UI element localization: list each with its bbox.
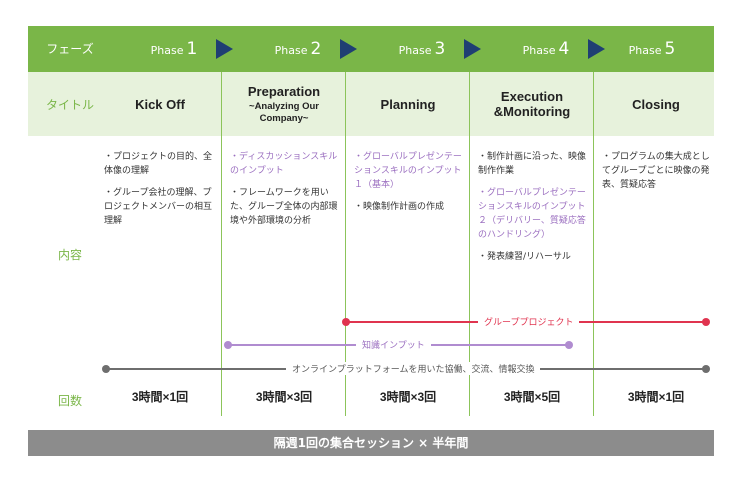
count-phase-3: 3時間×3回 — [379, 390, 437, 404]
content-item: ・ディスカッションスキルのインプット — [230, 152, 338, 176]
content-col-4: ・制作計画に沿った、映像制作作業 ・グローバルプレゼンテーションスキルのインプッ… — [478, 150, 590, 272]
column-divider — [593, 72, 594, 416]
content-item: ・プログラムの集大成としてグループごとに映像の発表、質疑応答 — [602, 152, 710, 190]
phase-arrow-icon — [588, 39, 605, 59]
bar-start-dot — [224, 341, 232, 349]
count-phase-5: 3時間×1回 — [627, 390, 685, 404]
phase-arrow-icon — [340, 39, 357, 59]
title-closing: Closing — [632, 96, 680, 112]
content-col-2: ・ディスカッションスキルのインプット ・フレームワークを用いた、グループ全体の内… — [230, 150, 342, 236]
title-row-label: タイトル — [45, 98, 94, 112]
content-col-5: ・プログラムの集大成としてグループごとに映像の発表、質疑応答 — [602, 150, 714, 200]
bar-end-dot — [702, 365, 710, 373]
content-col-1: ・プロジェクトの目的、全体像の理解 ・グループ会社の理解、プロジェクトメンバーの… — [104, 150, 216, 236]
title-planning: Planning — [380, 96, 436, 112]
content-col-3: ・グローバルプレゼンテーションスキルのインプット１（基本） ・映像制作計画の作成 — [354, 150, 466, 222]
content-item: ・グループ会社の理解、プロジェクトメンバーの相互理解 — [104, 188, 213, 226]
knowledge-input-label: 知識インプット — [356, 338, 431, 351]
count-row-label: 回数 — [57, 394, 82, 408]
phase-row-label: フェーズ — [46, 42, 94, 56]
phase-arrow-icon — [464, 39, 481, 59]
content-item: ・発表練習/リハーサル — [478, 252, 571, 262]
title-preparation: Preparation~Analyzing Our Company~ — [247, 83, 321, 124]
footer-summary: 隔週1回の集合セッション × 半年間 — [28, 430, 714, 456]
title-execution-monitoring: Execution &Monitoring — [493, 89, 571, 119]
online-platform-label: オンラインプラットフォームを用いた協働、交流、情報交換 — [286, 362, 541, 375]
count-phase-1: 3時間×1回 — [131, 390, 189, 404]
count-phase-2: 3時間×3回 — [255, 390, 313, 404]
column-divider — [469, 72, 470, 416]
column-divider — [345, 72, 346, 416]
content-item: ・グローバルプレゼンテーションスキルのインプット１（基本） — [354, 152, 462, 190]
content-row-label: 内容 — [57, 248, 82, 262]
group-project-label: グループプロジェクト — [478, 315, 580, 328]
column-divider — [221, 72, 222, 416]
title-row-band — [28, 72, 714, 136]
title-kick-off: Kick Off — [135, 96, 185, 112]
bar-start-dot — [102, 365, 110, 373]
count-phase-4: 3時間×5回 — [503, 390, 561, 404]
bar-end-dot — [702, 318, 710, 326]
content-item: ・フレームワークを用いた、グループ全体の内部環境や外部環境の分析 — [230, 188, 338, 226]
content-item: ・プロジェクトの目的、全体像の理解 — [104, 152, 213, 176]
content-item: ・映像制作計画の作成 — [354, 202, 445, 212]
bar-end-dot — [565, 341, 573, 349]
content-item: ・制作計画に沿った、映像制作作業 — [478, 152, 587, 176]
content-item: ・グローバルプレゼンテーションスキルのインプット２（デリバリー、質疑応答のハンド… — [478, 188, 586, 240]
phase-arrow-icon — [216, 39, 233, 59]
bar-start-dot — [342, 318, 350, 326]
